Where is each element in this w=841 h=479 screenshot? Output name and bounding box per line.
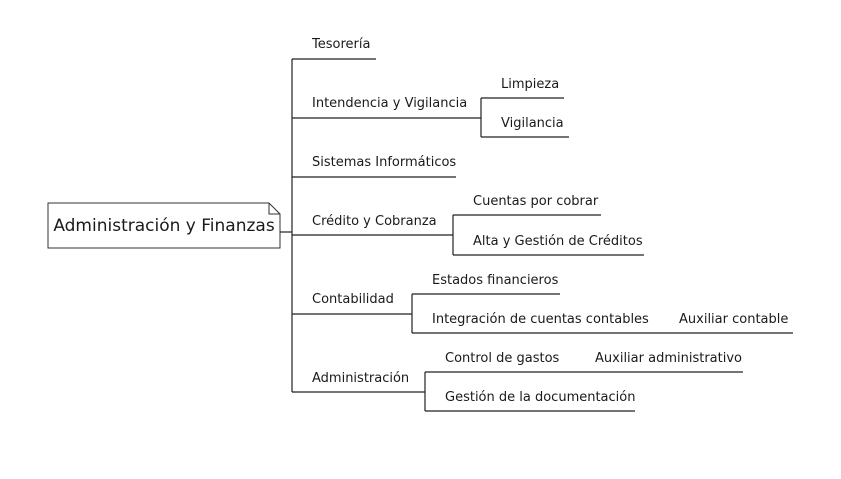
branch-credito-cobranza[interactable]: Crédito y Cobranza [292,214,453,236]
node-label: Auxiliar contable [679,312,788,327]
node-auxiliar-administrativo[interactable]: Auxiliar administrativo [575,351,743,373]
node-alta-gestion-creditos[interactable]: Alta y Gestión de Créditos [453,234,644,256]
node-label: Alta y Gestión de Créditos [473,234,643,249]
node-limpieza[interactable]: Limpieza [481,77,564,99]
node-cuentas-por-cobrar[interactable]: Cuentas por cobrar [453,194,601,216]
root-node[interactable]: Administración y Finanzas [47,202,281,249]
root-node-label: Administración y Finanzas [53,216,275,236]
node-label: Gestión de la documentación [445,390,635,405]
node-integracion-cuentas-contables[interactable]: Integración de cuentas contables [412,312,659,334]
root-node-box [47,202,281,249]
node-label: Integración de cuentas contables [432,312,649,327]
branch-label: Sistemas Informáticos [312,155,456,170]
branch-contabilidad[interactable]: Contabilidad [292,292,412,315]
node-auxiliar-contable[interactable]: Auxiliar contable [659,312,793,334]
branch-label: Crédito y Cobranza [312,214,437,229]
branch-intendencia-vigilancia[interactable]: Intendencia y Vigilancia [292,96,481,119]
node-control-gastos[interactable]: Control de gastos [425,351,575,373]
branch-label: Administración [312,371,409,386]
branch-administracion[interactable]: Administración [292,371,425,393]
node-label: Cuentas por cobrar [473,194,599,209]
branch-label: Tesorería [311,37,370,52]
node-label: Estados financieros [432,273,559,288]
branch-label: Contabilidad [312,292,394,307]
root-node-fold [268,203,280,215]
node-gestion-documentacion[interactable]: Gestión de la documentación [425,390,635,412]
node-label: Vigilancia [501,116,564,131]
branch-sistemas-informaticos[interactable]: Sistemas Informáticos [292,155,456,178]
node-label: Limpieza [501,77,559,92]
branch-label: Intendencia y Vigilancia [312,96,467,111]
node-estados-financieros[interactable]: Estados financieros [412,273,560,295]
branch-tesoreria[interactable]: Tesorería [292,37,376,60]
node-label: Control de gastos [445,351,560,366]
node-label: Auxiliar administrativo [595,351,742,366]
node-vigilancia[interactable]: Vigilancia [481,116,569,138]
